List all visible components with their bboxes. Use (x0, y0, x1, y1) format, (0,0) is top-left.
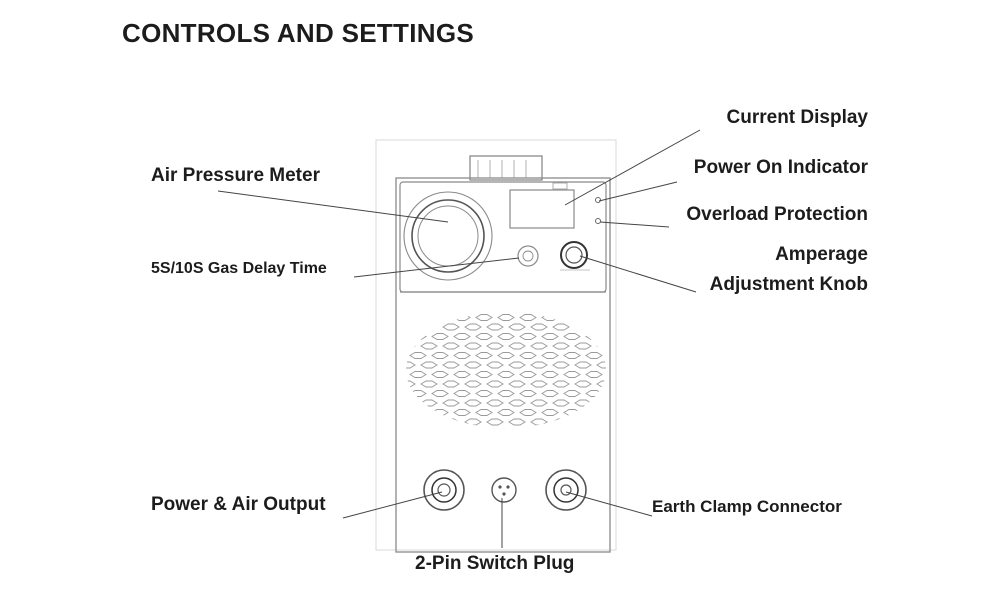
power-air-output-socket (423, 469, 465, 511)
earth-clamp-socket (545, 469, 587, 511)
label-gas-delay-time: 5S/10S Gas Delay Time (151, 260, 327, 277)
front-panel (399, 181, 607, 293)
label-amperage-line1: Amperage (775, 244, 868, 265)
label-overload-protection: Overload Protection (686, 204, 868, 225)
label-air-pressure-meter: Air Pressure Meter (151, 165, 320, 186)
handle (469, 155, 543, 181)
diagram-title: CONTROLS AND SETTINGS (122, 18, 475, 48)
vent-grill (406, 312, 606, 428)
label-amperage-line2: Adjustment Knob (709, 274, 868, 295)
current-display-screen (509, 189, 575, 229)
label-switch-plug: 2-Pin Switch Plug (415, 553, 575, 574)
label-power-air-output: Power & Air Output (151, 494, 326, 515)
label-power-on-indicator: Power On Indicator (693, 157, 868, 178)
leader-lines (217, 129, 701, 548)
switch-plug-socket (491, 477, 517, 503)
air-pressure-gauge (403, 191, 493, 281)
gas-delay-switch (517, 245, 539, 267)
label-current-display: Current Display (726, 107, 868, 128)
power-on-indicator-light (595, 197, 601, 203)
overload-indicator-light (595, 218, 601, 224)
label-earth-clamp-connector: Earth Clamp Connector (652, 497, 842, 516)
machine-body (395, 177, 611, 553)
amperage-knob (560, 241, 588, 269)
